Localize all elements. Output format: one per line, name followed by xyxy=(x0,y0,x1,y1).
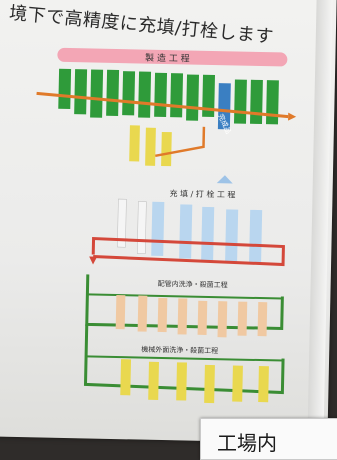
machine-cleaning-tags xyxy=(120,359,269,404)
section-filling-label: 充 填 / 打 栓 工 程 xyxy=(169,188,235,199)
caption-text: 工場内 xyxy=(217,431,277,455)
yellow-tags-top xyxy=(129,125,172,167)
section-machine-label: 機械外面洗浄・殺菌工程 xyxy=(141,345,218,356)
filling-tags xyxy=(117,198,263,263)
section-production-label: 製 造 工 程 xyxy=(145,52,190,65)
caption-card: 工場内 xyxy=(200,418,337,460)
process-poster: 境下で高精度に充填/打栓します 製 造 工 程 xyxy=(0,0,337,444)
process-diagram: 製 造 工 程 完成品 xyxy=(36,47,297,404)
main-process-line xyxy=(36,91,289,119)
section-pipe-label: 配管内洗浄・殺菌工程 xyxy=(158,279,228,289)
down-arrow xyxy=(216,175,233,184)
red-loop xyxy=(91,236,285,267)
pink-band xyxy=(57,47,288,67)
pipe-cleaning-tags xyxy=(115,295,268,338)
